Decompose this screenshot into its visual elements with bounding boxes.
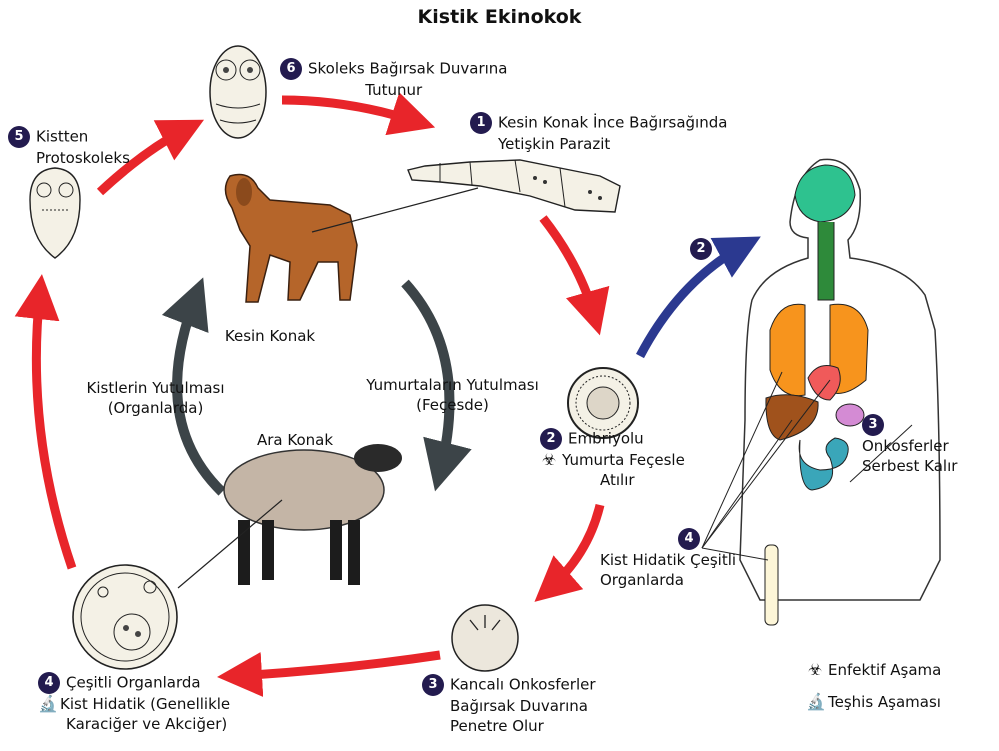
step-5-badge: 5 bbox=[8, 126, 30, 148]
hydatid-cyst-illustration bbox=[73, 565, 177, 669]
esophagus-shape bbox=[818, 222, 834, 300]
arrow-1-to-2 bbox=[543, 218, 595, 318]
eggs-ingestion-label: Yumurtaların Yutulması (Feçesde) bbox=[355, 375, 550, 415]
microscope-icon: 🔬 bbox=[806, 692, 824, 712]
arrow-6-to-1 bbox=[282, 100, 418, 122]
biohazard-icon: ☣ bbox=[540, 450, 558, 470]
adult-worm-illustration bbox=[408, 160, 620, 212]
step-4-badge: 4 bbox=[38, 672, 60, 694]
biohazard-icon: ☣ bbox=[806, 660, 824, 680]
sheep-illustration bbox=[224, 444, 402, 585]
femur-shape bbox=[765, 545, 778, 625]
arrow-4-to-5 bbox=[36, 292, 72, 568]
definitive-host-label: Kesin Konak bbox=[210, 326, 330, 346]
arrow-3-to-4 bbox=[235, 655, 440, 676]
microscope-icon: 🔬 bbox=[38, 694, 56, 714]
human-body-illustration bbox=[740, 159, 940, 625]
legend-diagnostic: 🔬Teşhis Aşaması bbox=[806, 692, 941, 712]
step-1-badge: 1 bbox=[470, 112, 492, 134]
protoscolex-illustration bbox=[30, 168, 80, 258]
step-2-human-badge: 2 bbox=[690, 238, 712, 260]
lungs-shape bbox=[770, 304, 805, 395]
legend-infective: ☣Enfektif Aşama bbox=[806, 660, 941, 680]
legend: ☣Enfektif Aşama 🔬Teşhis Aşaması bbox=[806, 660, 941, 712]
arrow-2-to-3 bbox=[548, 505, 600, 590]
oncosphere-illustration bbox=[452, 605, 518, 671]
step-3-human-badge: 3 bbox=[862, 414, 884, 436]
step-3-human-label: 3 Onkosferler Serbest Kalır bbox=[862, 414, 957, 476]
arrow-to-human bbox=[640, 245, 745, 356]
cyst-ingestion-label: Kistlerin Yutulması (Organlarda) bbox=[68, 378, 243, 418]
intermediate-host-label: Ara Konak bbox=[240, 430, 350, 450]
step-3-badge: 3 bbox=[422, 674, 444, 696]
dog-illustration bbox=[225, 175, 357, 303]
step-2-badge: 2 bbox=[540, 428, 562, 450]
stomach-shape bbox=[836, 404, 864, 426]
step-6-badge: 6 bbox=[280, 58, 302, 80]
diagram-title: Kistik Ekinokok bbox=[0, 6, 999, 28]
step-4-human-badge: 4 bbox=[678, 528, 700, 550]
step-4-human-label: 4 Kist Hidatik Çeşitli Organlarda bbox=[600, 528, 736, 590]
scolex-illustration bbox=[210, 46, 266, 138]
